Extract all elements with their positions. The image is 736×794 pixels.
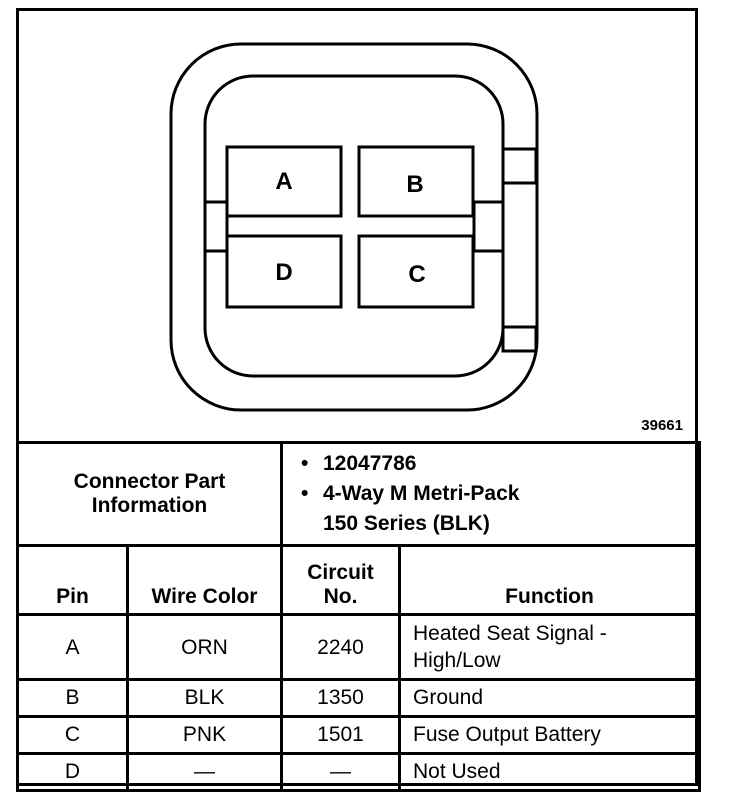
- cavity-d: [225, 234, 343, 309]
- pin-label-a: A: [275, 168, 293, 195]
- header-function: Function: [397, 544, 702, 616]
- table-row: C PNK 1501 Fuse Output Battery: [16, 715, 702, 755]
- header-wire-color: Wire Color: [126, 544, 283, 616]
- connector-info-details: •12047786 •4-Way M Metri-Pack 150 Series…: [279, 441, 702, 547]
- cavity-a: [225, 145, 343, 218]
- connector-info-row: Connector Part Information •12047786 •4-…: [16, 441, 702, 547]
- cavity-b: [357, 145, 475, 218]
- pin-label-c: C: [408, 261, 426, 288]
- connector-description-cont: 150 Series (BLK): [323, 512, 490, 535]
- table-row: A ORN 2240 Heated Seat Signal - High/Low: [16, 613, 702, 681]
- pin-label-d: D: [275, 259, 293, 286]
- connector-info-label: Connector Part Information: [16, 441, 283, 547]
- connector-table: Connector Part Information •12047786 •4-…: [16, 441, 702, 792]
- connector-diagram: A B D C 39661: [19, 11, 695, 441]
- connector-housing-inner: [203, 74, 505, 378]
- left-rib: [203, 200, 229, 253]
- connector-description: 4-Way M Metri-Pack: [323, 482, 520, 505]
- header-pin: Pin: [16, 544, 129, 616]
- figure-number: 39661: [641, 417, 683, 434]
- latch-tab-lower: [501, 325, 538, 353]
- table-row: D — — Not Used: [16, 752, 702, 792]
- latch-tab-upper: [501, 147, 538, 185]
- table-row: B BLK 1350 Ground: [16, 678, 702, 718]
- pin-label-b: B: [406, 171, 424, 198]
- right-rib: [472, 200, 505, 253]
- table-header-row: Pin Wire Color Circuit No. Function: [16, 544, 702, 616]
- connector-face-drawing: [169, 42, 539, 412]
- connector-figure: A B D C 39661 Connector Part Information…: [16, 8, 702, 792]
- connector-housing-outer: [169, 42, 539, 412]
- part-number: 12047786: [323, 452, 417, 475]
- cavity-c: [357, 234, 475, 309]
- header-circuit: Circuit No.: [280, 544, 401, 616]
